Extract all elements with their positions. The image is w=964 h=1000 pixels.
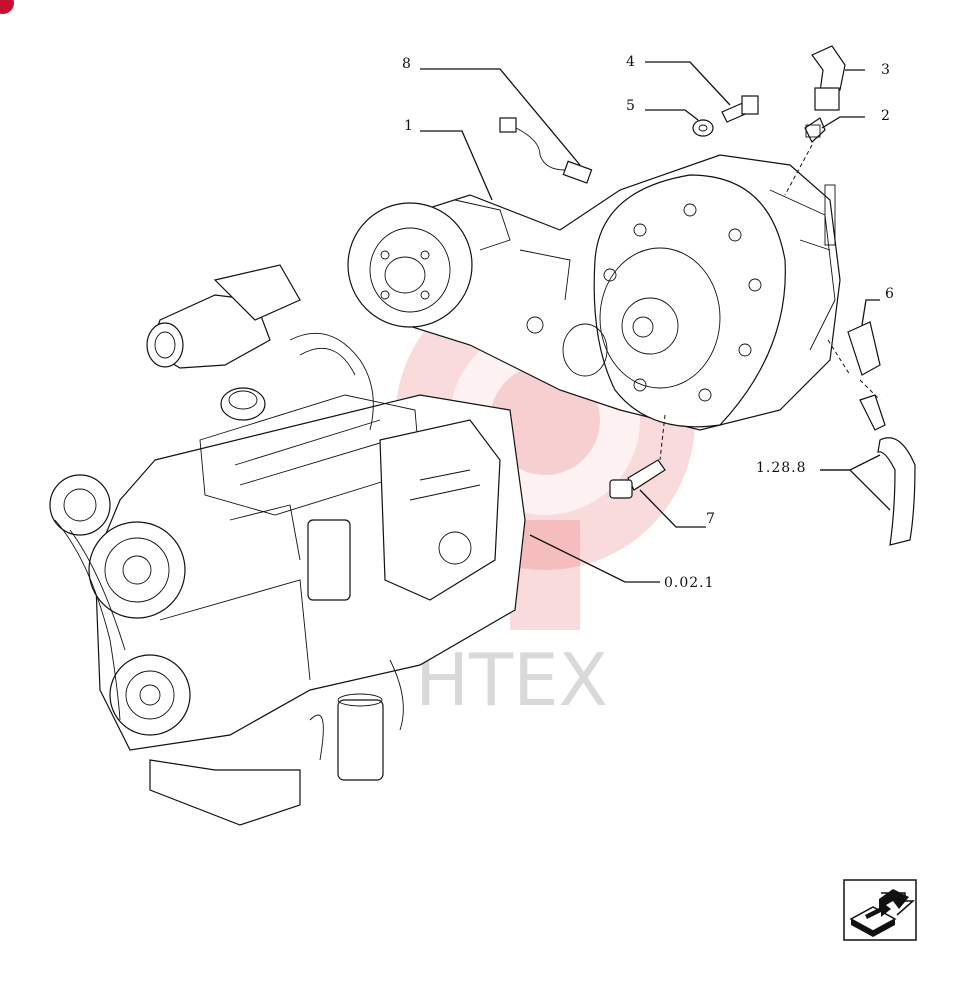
leader-lines [420,61,891,583]
switch-part-6 [847,321,881,376]
next-page-button[interactable] [843,879,917,941]
bolt-part-7 [609,459,666,499]
callout-1288: 1.28.8 [756,460,807,476]
callout-8: 8 [402,56,412,72]
engine-assembly [49,264,526,826]
bolt-part-4 [721,95,759,123]
callout-5: 5 [626,98,636,114]
sensor-part-8 [499,117,593,184]
callout-0021: 0.02.1 [664,575,715,591]
hose-fitting [859,394,916,546]
callout-3: 3 [881,62,891,78]
corner-badge [0,0,14,14]
callout-7: 7 [706,511,716,527]
elbow-fitting-part-3 [811,45,846,111]
transmission-assembly [347,154,841,431]
watermark-text: HTEX [415,638,608,722]
callout-1: 1 [404,118,414,134]
callout-2: 2 [881,108,891,124]
adapter-part-2 [804,117,826,143]
arrow-turn-icon [843,879,917,941]
callout-4: 4 [626,54,636,70]
washer-part-5 [692,119,714,137]
callout-6: 6 [885,286,895,302]
